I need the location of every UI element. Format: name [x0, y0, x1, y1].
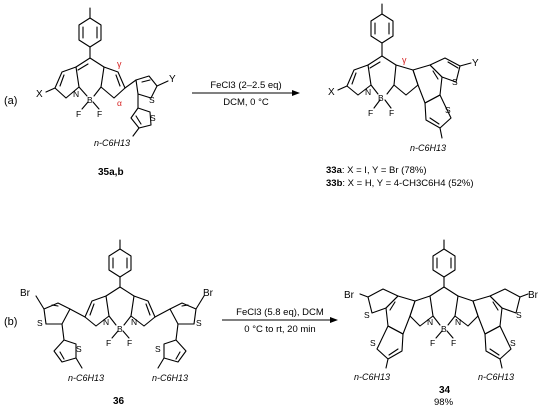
conditions-a-line1: FeCl3 (2–2.5 eq)	[210, 80, 281, 91]
atom-b-34: B	[441, 324, 447, 334]
alpha-label-35: α	[117, 98, 122, 108]
compound-id-36: 36	[113, 396, 125, 407]
gamma-label-33: γ	[402, 55, 407, 65]
reaction-arrow-a	[192, 90, 300, 96]
atom-f2-35: F	[97, 109, 102, 119]
atom-s1-36: S	[37, 318, 43, 328]
atom-n1-36: N	[103, 317, 109, 327]
result-text-33b: : X = H, Y = 4-CH3C6H4 (52%)	[342, 178, 473, 189]
hexyl-label-33: n-C6H13	[410, 143, 446, 153]
atom-s3-36: S	[196, 318, 202, 328]
atom-br1-34: Br	[344, 290, 355, 301]
atom-b-35: B	[87, 95, 93, 105]
compound-36: Br Br N N B F F S S S S n-C6H13 n-C6H13 …	[20, 239, 214, 407]
gamma-label-35: γ	[117, 59, 122, 69]
atom-s2-33: S	[445, 105, 451, 115]
atom-f2-34: F	[451, 338, 456, 348]
conditions-a-line2: DCM, 0 °C	[223, 97, 269, 108]
bonds-33ab	[337, 3, 472, 139]
compound-33ab: X Y N B F F S S γ n-C6H13	[328, 3, 479, 153]
atom-s4-34: S	[510, 338, 516, 348]
atom-s2-36: S	[76, 344, 82, 354]
atom-s2-34: S	[370, 338, 376, 348]
bonds-34	[359, 239, 529, 369]
hexyl-left-36: n-C6H13	[68, 373, 104, 383]
result-row-33b: 33b: X = H, Y = 4-CH3C6H4 (52%)	[326, 178, 474, 189]
panel-b-label: (b)	[4, 316, 17, 328]
atom-br1-36: Br	[20, 288, 31, 299]
atom-x-35: X	[36, 89, 43, 100]
atom-br2-34: Br	[528, 290, 539, 301]
atom-n2-36: N	[131, 317, 137, 327]
atom-f1-36: F	[106, 338, 111, 348]
hexyl-right-36: n-C6H13	[152, 373, 188, 383]
atom-f1-35: F	[76, 109, 81, 119]
conditions-b-line2: 0 °C to rt, 20 min	[244, 324, 315, 335]
atom-n-33: N	[365, 87, 371, 97]
atom-y-33: Y	[472, 58, 479, 69]
atom-n-35: N	[73, 89, 79, 99]
atom-s1-35: S	[149, 95, 155, 105]
result-row-33a: 33a: X = I, Y = Br (78%)	[326, 165, 427, 176]
atom-n1-34: N	[427, 317, 433, 327]
atom-s2-35: S	[150, 113, 156, 123]
atom-b-33: B	[378, 93, 384, 103]
compound-id-35ab: 35a,b	[98, 167, 124, 178]
bonds-36	[35, 239, 205, 369]
atom-x-33: X	[328, 87, 335, 98]
hexyl-right-34: n-C6H13	[478, 372, 514, 382]
atom-f2-33: F	[389, 108, 394, 118]
compound-35ab: X Y N B F F S S γ α n-C6H13 35a,b	[36, 7, 176, 178]
svg-text:33b: X = H, Y = 4-CH3C6H4 (52%: 33b: X = H, Y = 4-CH3C6H4 (52%)	[326, 178, 474, 189]
atom-f1-33: F	[368, 108, 373, 118]
atom-n2-34: N	[455, 317, 461, 327]
atom-s3-34: S	[516, 310, 522, 320]
compound-id-33a: 33a	[326, 165, 343, 176]
atom-s1-34: S	[364, 310, 370, 320]
atom-s4-36: S	[155, 344, 161, 354]
atom-b-36: B	[117, 324, 123, 334]
atom-s1-33: S	[452, 77, 458, 87]
atom-y-35: Y	[169, 74, 176, 85]
hexyl-left-34: n-C6H13	[354, 372, 390, 382]
result-text-33a: : X = I, Y = Br (78%)	[342, 165, 427, 176]
svg-text:33a: X = I, Y = Br (78%): 33a: X = I, Y = Br (78%)	[326, 165, 427, 176]
hexyl-label-35: n-C6H13	[94, 138, 130, 148]
atom-f1-34: F	[430, 338, 435, 348]
panel-a-label: (a)	[4, 95, 17, 107]
reaction-arrow-b	[222, 317, 338, 323]
bonds-35ab	[45, 7, 169, 137]
atom-br2-36: Br	[203, 288, 214, 299]
yield-34: 98%	[434, 397, 454, 408]
compound-34: Br Br N N B F F S S S S n-C6H13 n-C6H13 …	[344, 239, 539, 408]
atom-f2-36: F	[127, 338, 132, 348]
compound-id-34: 34	[439, 385, 451, 396]
compound-id-33b: 33b	[326, 178, 343, 189]
conditions-b-line1: FeCl3 (5.8 eq), DCM	[236, 307, 324, 318]
